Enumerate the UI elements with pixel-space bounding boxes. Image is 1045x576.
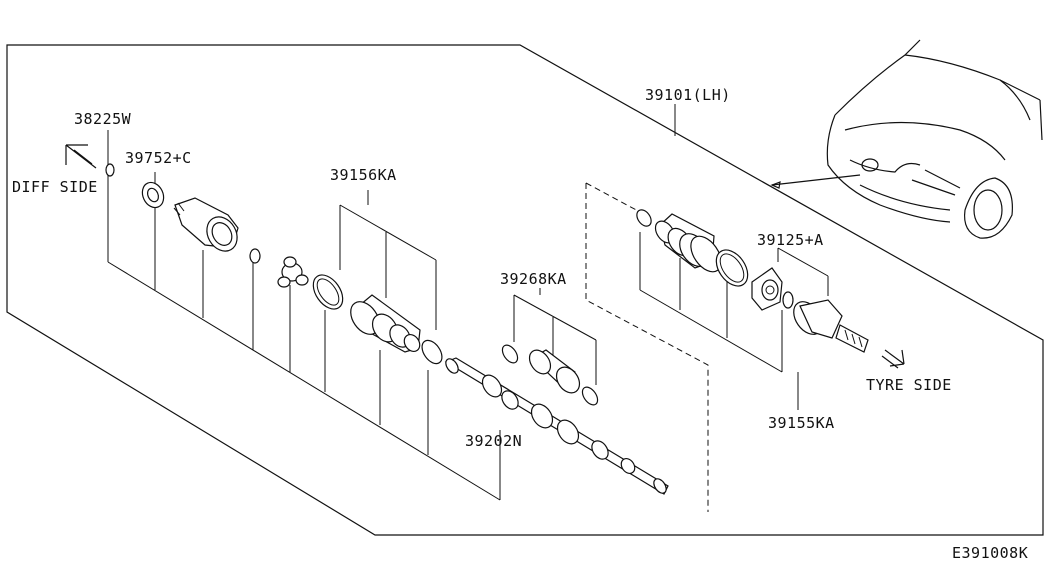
- part-label-38225w: 38225W: [74, 110, 132, 128]
- part-label-39268ka: 39268KA: [500, 270, 567, 288]
- boot-band-outer-large: [715, 249, 749, 287]
- dynamic-damper-39268ka: [501, 344, 599, 406]
- part-label-39202n: 39202N: [465, 432, 523, 450]
- diff-side-label: DIFF SIDE: [12, 178, 98, 196]
- ball-cage-39125a: [751, 267, 783, 311]
- boot-band-outer-small: [636, 209, 652, 227]
- part-label-39155ka: 39155KA: [768, 414, 835, 432]
- leader-lines: [107, 104, 829, 501]
- oil-seal-39752c: [141, 181, 165, 209]
- snap-ring-38225w: [105, 163, 115, 177]
- diagram-frame: [6, 44, 1044, 536]
- part-label-39156ka: 39156KA: [330, 166, 397, 184]
- inner-boot: [350, 294, 421, 353]
- part-label-39101lh: 39101(LH): [645, 86, 731, 104]
- diagram-reference-code: E391008K: [952, 544, 1029, 562]
- drive-shaft-39202n: [444, 357, 669, 495]
- tripod-joint: [277, 256, 309, 288]
- vehicle-outline-illustration: [770, 39, 1043, 239]
- outer-boot: [654, 213, 722, 273]
- outer-cv-joint: [793, 299, 869, 353]
- tyre-side-label: TYRE SIDE: [866, 376, 952, 394]
- boot-band-small: [421, 339, 443, 365]
- circlip: [249, 248, 261, 264]
- circlip-outer: [782, 291, 794, 309]
- inner-joint-housing: [173, 197, 239, 252]
- arrow-down-right-icon: [881, 349, 905, 369]
- part-label-39125a: 39125+A: [757, 231, 824, 249]
- part-label-39752c: 39752+C: [125, 149, 192, 167]
- boot-band-large: [312, 274, 344, 310]
- arrow-up-left-icon: [65, 144, 97, 169]
